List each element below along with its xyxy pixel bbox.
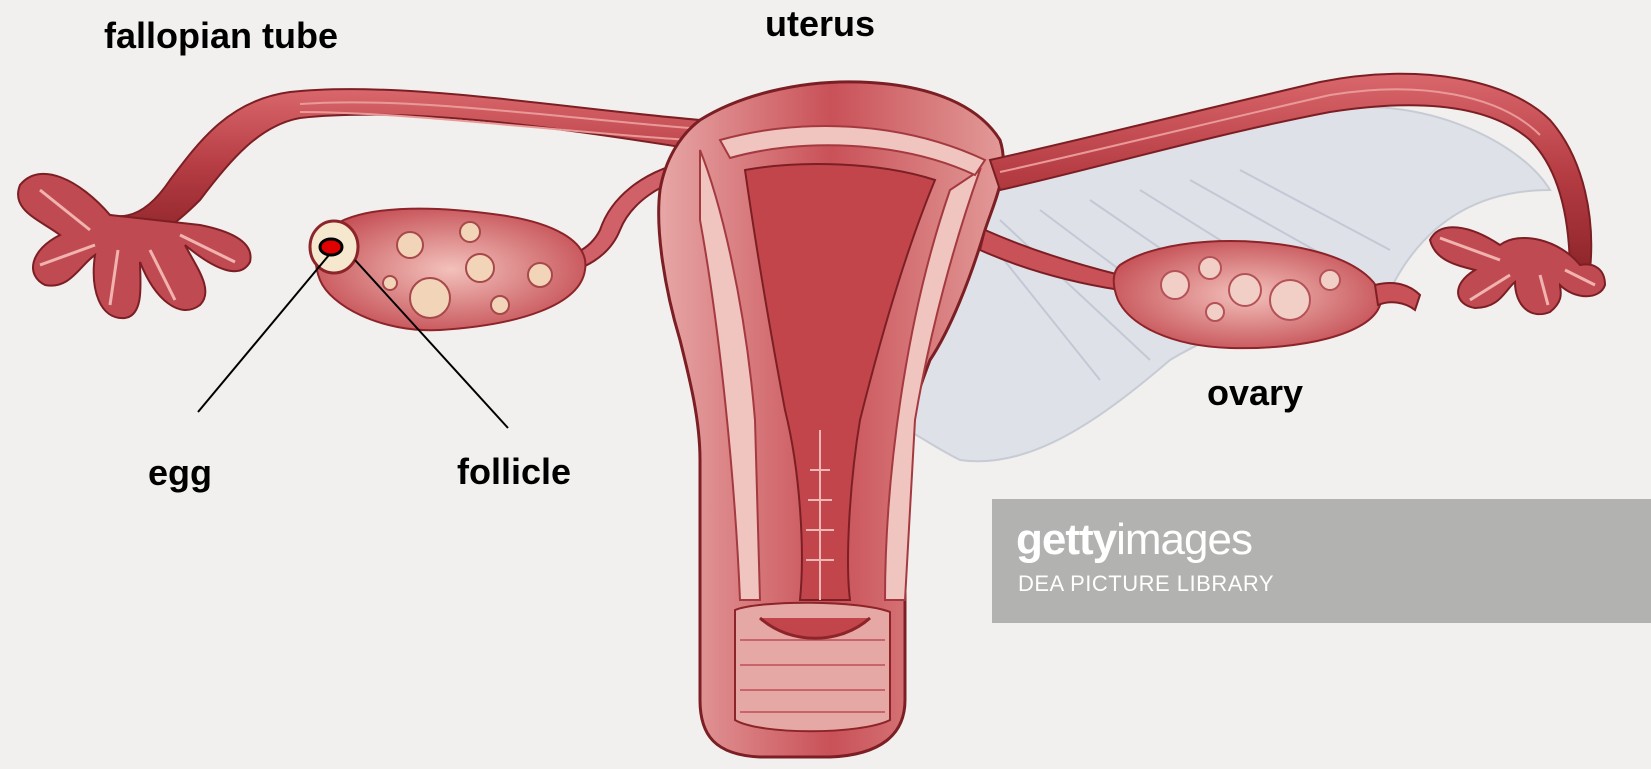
watermark-brand: gettyimages: [1016, 515, 1252, 565]
egg-marker: [320, 239, 342, 255]
getty-watermark: gettyimages DEA PICTURE LIBRARY: [992, 499, 1651, 623]
label-uterus: uterus: [765, 6, 875, 42]
egg-leader-line: [198, 255, 329, 412]
watermark-credit: DEA PICTURE LIBRARY: [1018, 571, 1274, 597]
watermark-brand-bold: getty: [1016, 515, 1116, 564]
label-fallopian-tube: fallopian tube: [104, 18, 338, 54]
left-fimbriae: [18, 174, 251, 318]
label-egg: egg: [148, 455, 212, 491]
watermark-brand-regular: images: [1116, 515, 1252, 564]
label-follicle: follicle: [457, 454, 571, 490]
label-ovary: ovary: [1207, 375, 1303, 411]
